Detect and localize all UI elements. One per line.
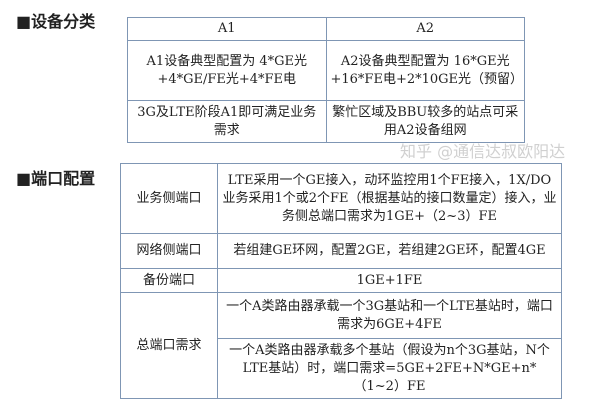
cell: 繁忙区域及BBU较多的站点可采用A2设备组网 xyxy=(325,100,525,143)
section-heading-device: ■设备分类 xyxy=(16,12,96,31)
cell: A1设备典型配置为 4*GE光+4*GE/FE光+4*FE电 xyxy=(127,40,327,101)
row-key: 备份端口 xyxy=(120,268,218,293)
watermark: 知乎 @通信达叔欧阳达 xyxy=(400,142,566,161)
header-a2: A2 xyxy=(325,17,525,41)
section-heading-port: ■端口配置 xyxy=(16,169,96,188)
header-a1: A1 xyxy=(127,17,327,41)
row-value: 一个A类路由器承载多个基站（假设为n个3G基站，N个LTE基站）时，端口需求=5… xyxy=(217,338,562,399)
row-key: 业务侧端口 xyxy=(120,163,218,234)
row-value: 1GE+1FE xyxy=(217,268,562,293)
row-key: 总端口需求 xyxy=(120,292,218,399)
row-value: 若组建GE环网，配置2GE，若组建2GE环，配置4GE xyxy=(217,233,562,269)
row-value: 一个A类路由器承载一个3G基站和一个LTE基站时，端口需求为6GE+4FE xyxy=(217,292,562,339)
row-key: 网络侧端口 xyxy=(120,233,218,269)
row-value: LTE采用一个GE接入，动环监控用1个FE接入，1X/DO业务采用1个或2个FE… xyxy=(217,163,562,234)
cell: 3G及LTE阶段A1即可满足业务需求 xyxy=(127,100,327,143)
cell: A2设备典型配置为 16*GE光+16*FE电+2*10GE光（预留） xyxy=(325,40,525,101)
